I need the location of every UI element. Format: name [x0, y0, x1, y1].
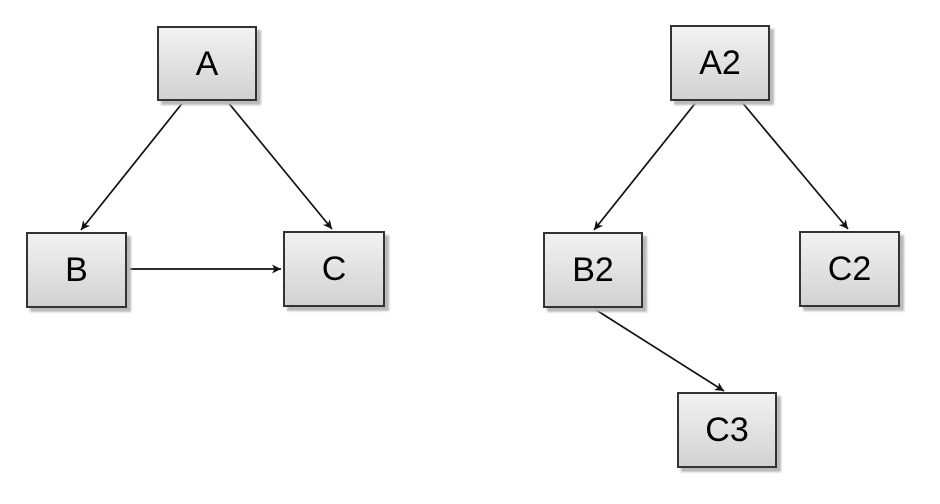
node-B2[interactable]: B2	[543, 232, 643, 308]
node-C3[interactable]: C3	[677, 392, 777, 468]
node-A2[interactable]: A2	[670, 25, 770, 101]
edge-A-C[interactable]	[226, 100, 333, 230]
node-B[interactable]: B	[26, 232, 127, 308]
node-C-label: C	[321, 250, 347, 288]
node-C3-label: C3	[705, 411, 749, 449]
node-C[interactable]: C	[283, 231, 385, 307]
node-C2[interactable]: C2	[799, 231, 900, 307]
node-C2-label: C2	[827, 250, 872, 288]
edge-A2-C2[interactable]	[740, 100, 849, 230]
node-A[interactable]: A	[157, 26, 257, 101]
edge-A-B[interactable]	[80, 100, 185, 231]
node-A-label: A	[195, 44, 219, 83]
edge-B2-C3[interactable]	[592, 307, 725, 392]
node-A2-label: A2	[699, 44, 741, 82]
node-B2-label: B2	[572, 251, 614, 289]
edge-A2-B2[interactable]	[593, 100, 698, 231]
node-B-label: B	[65, 251, 88, 289]
